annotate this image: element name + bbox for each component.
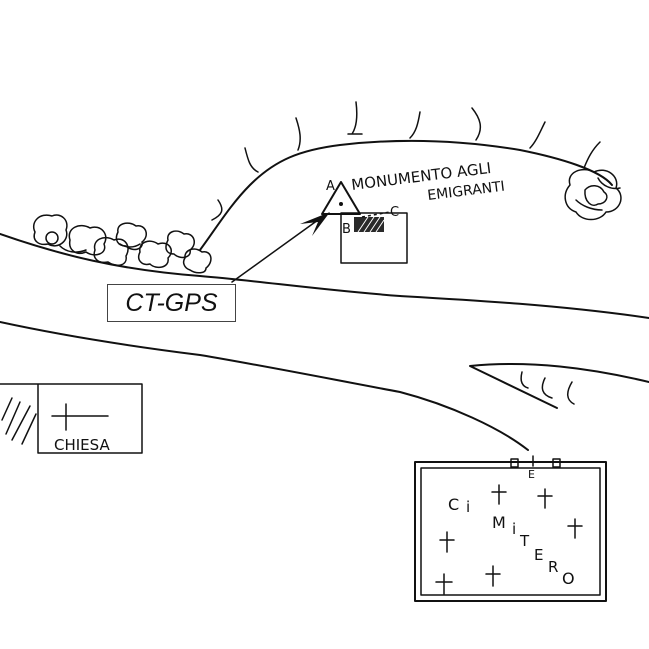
church-label: CHIESA [54,436,110,454]
bush-right [564,168,622,221]
church-cross-icon [51,403,109,431]
grass-tufts-hill [211,101,601,221]
cemetery-letter-1: C [448,495,459,514]
cemetery-letter-3: M [492,513,506,532]
cemetery-letter-6: E [534,546,543,564]
hill-outline [199,139,613,251]
cemetery-letter-2: i [466,498,470,516]
arrow-head-icon [300,212,330,236]
cemetery-letter-5: T [519,532,530,550]
side-road [469,362,649,409]
point-a-label: A [326,179,335,194]
cemetery-letter-4: i [512,520,516,538]
road-upper-edge [0,233,649,319]
cemetery-gate-post-right [552,458,561,468]
bushes-left [33,214,212,274]
cemetery: E C i M i T E R O [414,455,607,602]
cemetery-letter-7: R [548,558,558,576]
road-lower-edge [0,321,529,451]
cemetery-gate-label: E [528,468,535,481]
cemetery-gate-post-left [510,458,519,468]
monument-point [339,202,343,206]
cemetery-crosses [435,484,583,595]
point-b-label: B [342,222,351,237]
ct-gps-label-text: CT-GPS [125,288,218,317]
grass-tufts-side [520,371,575,405]
ct-gps-station-label: CT-GPS [107,284,236,322]
dashed-line-b-c [361,211,391,218]
monument-base [340,212,408,264]
leader-line [231,219,319,283]
church: CHIESA [0,383,143,454]
cemetery-letter-8: O [562,569,575,588]
hatched-block-lines [357,216,385,233]
point-c-label: C [390,205,399,220]
